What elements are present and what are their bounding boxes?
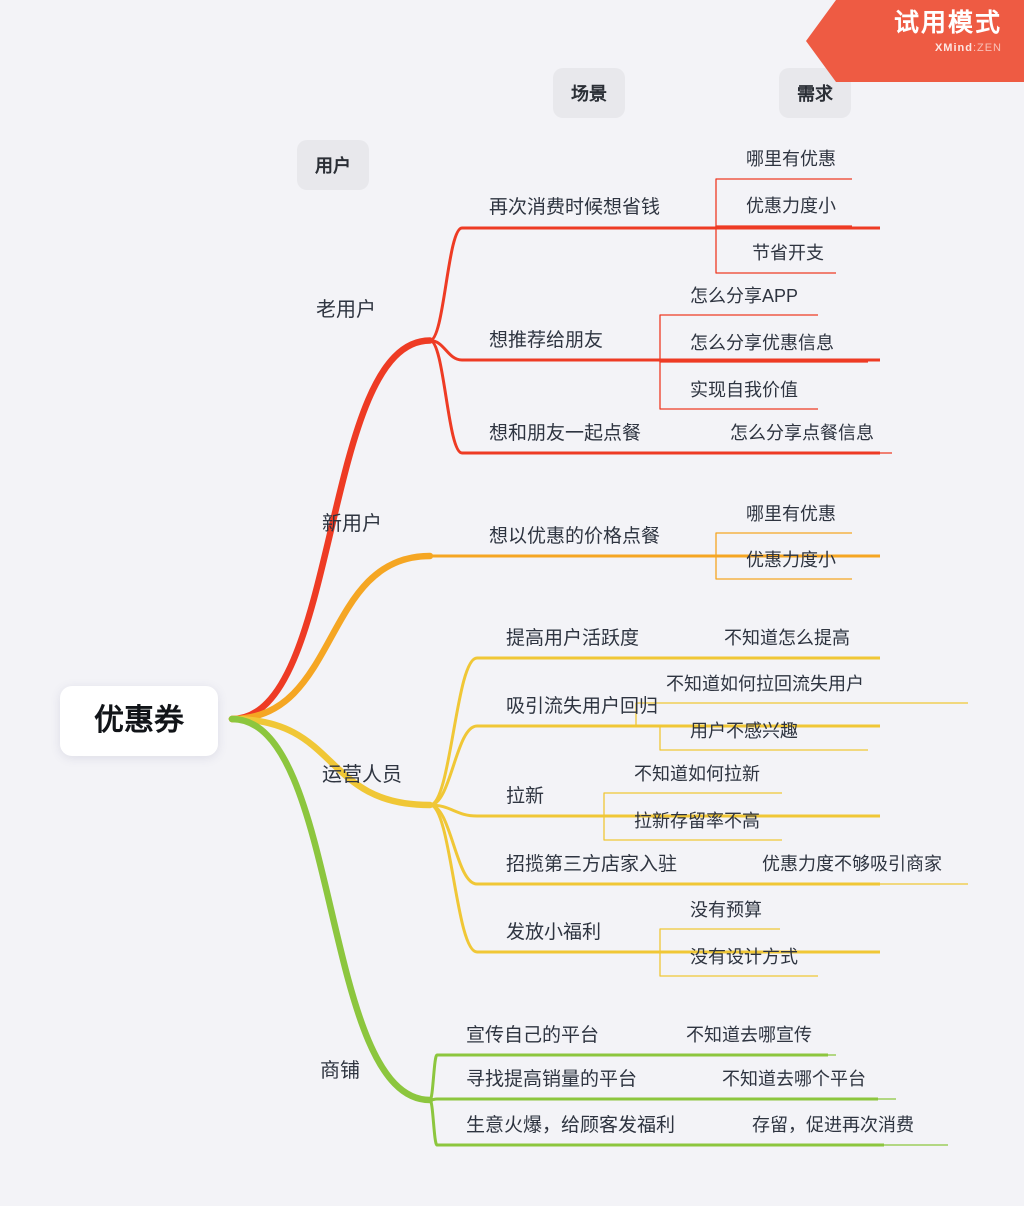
node-label-l3[interactable]: 拉新存留率不高 — [634, 811, 760, 831]
node-label-l3[interactable]: 不知道怎么提高 — [724, 628, 850, 648]
node-label-l3[interactable]: 实现自我价值 — [690, 380, 798, 400]
node-label-l3[interactable]: 节省开支 — [752, 243, 824, 263]
node-label-l2[interactable]: 生意火爆，给顾客发福利 — [466, 1115, 676, 1136]
root-node[interactable]: 优惠券 — [60, 686, 218, 756]
node-label-l2[interactable]: 想以优惠的价格点餐 — [489, 526, 661, 547]
xmind-brand: XMind:ZEN — [854, 42, 1002, 54]
node-label-l3[interactable]: 不知道去哪宣传 — [686, 1025, 812, 1045]
branch-label-old-user[interactable]: 老用户 — [316, 299, 376, 321]
branch-connector — [428, 656, 479, 807]
node-label-l2[interactable]: 招揽第三方店家入驻 — [506, 854, 678, 875]
node-label-l2[interactable]: 再次消费时候想省钱 — [489, 197, 661, 218]
node-label-l3[interactable]: 优惠力度小 — [746, 550, 836, 570]
node-label-l3[interactable]: 哪里有优惠 — [746, 504, 836, 524]
trial-mode-title: 试用模式 — [893, 9, 1002, 37]
column-header-user: 用户 — [297, 140, 369, 190]
node-label-l3[interactable]: 哪里有优惠 — [746, 149, 836, 169]
node-label-l2[interactable]: 宣传自己的平台 — [466, 1025, 600, 1046]
branch-connector — [428, 724, 479, 807]
node-label-l2[interactable]: 拉新 — [506, 786, 545, 807]
node-label-l3[interactable]: 没有设计方式 — [690, 947, 798, 967]
branch-connector — [428, 1098, 439, 1147]
node-label-l3[interactable]: 优惠力度不够吸引商家 — [762, 854, 942, 874]
node-label-l3[interactable]: 没有预算 — [690, 900, 762, 920]
branch-label-new-user[interactable]: 新用户 — [322, 513, 382, 535]
branch-connector — [228, 715, 434, 1104]
xmind-brand-suffix: :ZEN — [972, 41, 1002, 54]
node-label-l3[interactable]: 怎么分享点餐信息 — [730, 423, 874, 443]
node-label-l3[interactable]: 用户不感兴趣 — [690, 721, 798, 741]
trial-mode-watermark: 试用模式 XMind:ZEN — [806, 0, 1024, 82]
node-label-l2[interactable]: 提高用户活跃度 — [506, 628, 640, 649]
branch-connector — [228, 715, 434, 809]
branch-connector — [228, 337, 434, 723]
branch-connector — [428, 226, 464, 342]
column-header-scenario: 场景 — [553, 68, 625, 118]
node-label-l2[interactable]: 想推荐给朋友 — [489, 330, 604, 351]
node-label-l3[interactable]: 不知道如何拉回流失用户 — [666, 674, 864, 694]
node-label-l3[interactable]: 存留，促进再次消费 — [752, 1115, 914, 1135]
xmind-brand-name: XMind — [934, 41, 973, 54]
node-label-l3[interactable]: 优惠力度小 — [746, 196, 836, 216]
branch-connector — [428, 339, 464, 455]
node-label-l2[interactable]: 寻找提高销量的平台 — [466, 1069, 638, 1090]
branch-label-operations[interactable]: 运营人员 — [322, 764, 402, 786]
branch-connector — [228, 552, 434, 723]
node-label-l2[interactable]: 吸引流失用户回归 — [506, 696, 659, 717]
node-label-l3[interactable]: 怎么分享APP — [690, 286, 799, 306]
node-label-l2[interactable]: 想和朋友一起点餐 — [489, 423, 642, 444]
branch-label-shop[interactable]: 商铺 — [320, 1060, 360, 1082]
node-label-l3[interactable]: 怎么分享优惠信息 — [690, 333, 834, 353]
node-label-l3[interactable]: 不知道去哪个平台 — [722, 1069, 866, 1089]
branch-connector — [428, 1053, 439, 1102]
node-label-l2[interactable]: 发放小福利 — [506, 922, 602, 943]
branch-connector — [428, 803, 479, 954]
node-label-l3[interactable]: 不知道如何拉新 — [634, 764, 760, 784]
